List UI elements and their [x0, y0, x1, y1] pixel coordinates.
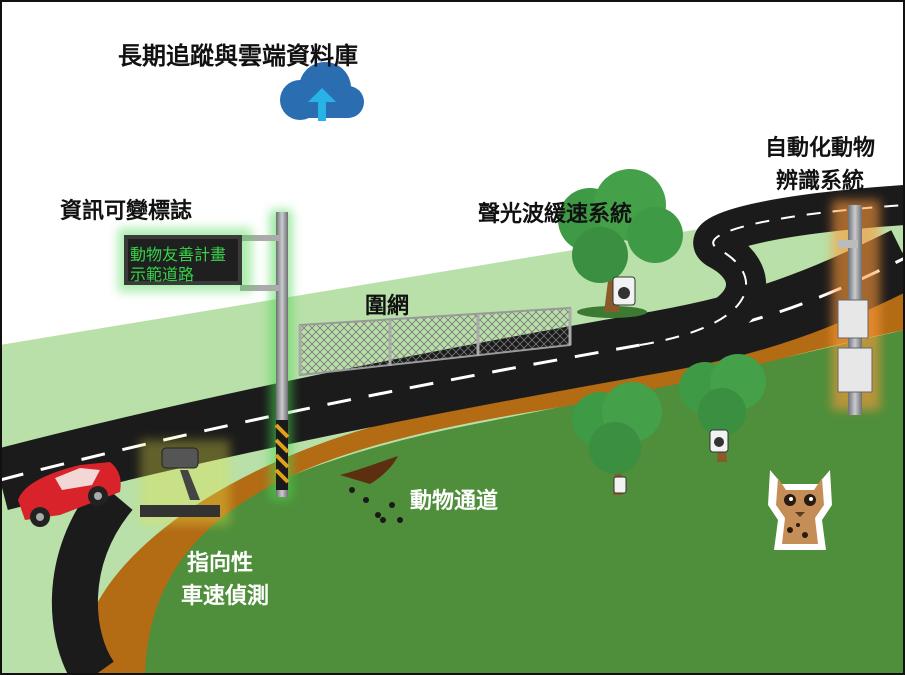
- radar-icon: [140, 447, 220, 517]
- autoid-pole: [837, 205, 873, 415]
- fence: [298, 306, 572, 377]
- road-center-line: [0, 256, 905, 482]
- tree-icon: [572, 382, 662, 495]
- leopard-cat-icon: [768, 470, 832, 550]
- road-side: [51, 480, 134, 675]
- camera-trap-icon: [612, 276, 636, 306]
- auto-id-label-line1: 自動化動物: [764, 136, 875, 161]
- underpass-label: 動物通道: [410, 489, 499, 514]
- camera-trap-icon: [613, 476, 627, 494]
- road-curve-line: [639, 204, 905, 346]
- cloud-db-label: 長期追蹤與雲端資料庫: [118, 42, 358, 70]
- underpass-entrance: [340, 456, 398, 484]
- tree-icon: [558, 169, 683, 318]
- speed-detection-label-line1: 指向性: [186, 551, 253, 576]
- car-icon: [18, 462, 121, 527]
- paw-prints: [349, 487, 403, 523]
- acoustic-system-label: 聲光波緩速系統: [478, 202, 633, 227]
- camera-trap-icon: [709, 429, 729, 453]
- fence-label: 圍網: [365, 294, 410, 319]
- auto-id-label-line2: 辨識系統: [775, 169, 864, 194]
- speed-detection-label-line2: 車速偵測: [180, 584, 269, 609]
- cloud-upload-icon: [280, 62, 364, 121]
- vms-sign-line1: 動物友善計畫: [130, 245, 227, 264]
- vms-pole: [240, 210, 292, 500]
- tree-icon: [679, 354, 766, 462]
- vms-sign-line2: 示範道路: [130, 265, 195, 284]
- vms-label: 資訊可變標誌: [60, 199, 193, 224]
